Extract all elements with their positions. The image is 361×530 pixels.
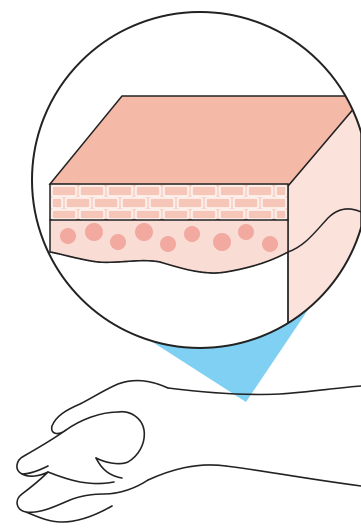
brick-cell [107,185,133,197]
brick-cell [93,197,119,209]
brick-cell [149,197,175,209]
brick-cell [247,185,273,197]
palm-bottom [147,464,227,481]
brick-cell [107,209,133,220]
dermis-cells [60,223,278,252]
dermis-cell [110,234,126,250]
brick-cell [177,197,203,209]
brick-cell [219,209,245,220]
skin-side-wave [287,208,361,253]
brick-cell [51,197,63,209]
brick-cell [51,185,77,197]
hand-wrist-icon [16,379,361,523]
brick-cell [163,209,189,220]
brick-cell [79,185,105,197]
brick-cell [275,209,287,220]
brick-cell [79,209,105,220]
dermis-cell [160,236,176,252]
palm-line [95,457,123,479]
brick-cell [163,185,189,197]
brick-cell [191,185,217,197]
brick-cell [219,185,245,197]
forearm-bottom [225,465,361,487]
forearm-top [167,385,361,396]
finger-crease-1 [21,465,49,475]
brick-cell [51,209,77,220]
brick-cell [121,197,147,209]
brick-cell [233,197,259,209]
dermis-cell [262,236,278,252]
dermis-cell [85,223,103,241]
dermis-cell [184,226,200,242]
finger-crease-2 [25,505,113,523]
brick-cell [191,209,217,220]
brick-cell [275,185,287,197]
palm-top [50,379,169,435]
thumb [95,410,146,465]
skin-block [48,95,361,348]
brick-cell [247,209,273,220]
fingers [16,429,149,514]
dermis-cell [238,224,254,240]
brick-cell [135,185,161,197]
dermis-cell [135,223,153,241]
brick-cell [205,197,231,209]
brick-cells [51,185,287,220]
tissue-boundary [49,251,289,274]
magnifier-outline [31,11,361,349]
brick-cell [65,197,91,209]
brick-cell [261,197,287,209]
finger-tip [47,471,115,485]
dermis-cell [213,233,231,251]
brick-cell [135,209,161,220]
dermis-cell [60,228,76,244]
